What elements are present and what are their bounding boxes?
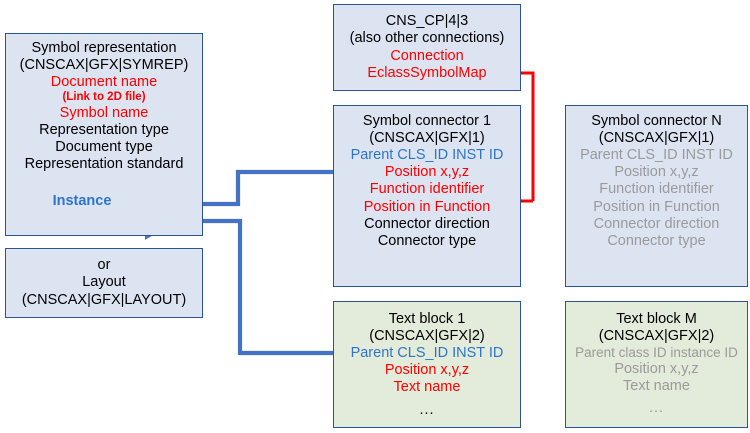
- box-line: Position in Function: [593, 198, 720, 215]
- box-line: Position x,y,z: [614, 361, 699, 378]
- box-line: (CNSCAX|GFX|LAYOUT): [21, 291, 187, 308]
- box-line: Position x,y,z: [384, 362, 470, 379]
- text-block-m-box[interactable]: Text block M (CNSCAX|GFX|2) Parent class…: [565, 301, 748, 428]
- box-line: (CNSCAX|GFX|1): [598, 130, 715, 147]
- box-line-ellipsis: ...: [419, 401, 435, 418]
- symbol-connector-1-box[interactable]: Symbol connector 1 (CNSCAX|GFX|1) Parent…: [333, 105, 521, 287]
- box-line: Connector direction: [364, 215, 490, 232]
- box-line: Symbol connector N: [591, 113, 722, 129]
- box-line: Layout: [82, 274, 126, 291]
- box-line: Connector type: [377, 232, 477, 249]
- box-line-note: (Link to 2D file): [62, 91, 146, 104]
- box-line: Parent class ID instance ID: [575, 345, 738, 361]
- box-line: Connector type: [607, 232, 706, 249]
- box-line: Text name: [393, 379, 461, 396]
- box-line: Symbol connector 1: [362, 113, 492, 129]
- box-line: Position x,y,z: [614, 164, 699, 181]
- box-line: Document type: [55, 139, 153, 156]
- box-line: Document name: [50, 74, 158, 91]
- box-line: (also other connections): [349, 30, 505, 47]
- box-line: Function identifier: [369, 181, 485, 198]
- box-line: Position x,y,z: [384, 164, 470, 181]
- instance-label: Instance: [52, 193, 112, 210]
- symbol-representation-box[interactable]: Symbol representation (CNSCAX|GFX|SYMREP…: [5, 33, 203, 236]
- box-line: Connector direction: [593, 215, 720, 232]
- box-line: Parent CLS_ID INST ID: [580, 147, 733, 164]
- box-line: (CNSCAX|GFX|2): [369, 328, 485, 345]
- box-line: Function identifier: [599, 181, 714, 198]
- layout-box[interactable]: or Layout (CNSCAX|GFX|LAYOUT): [5, 248, 203, 318]
- box-line: Position in Function: [363, 198, 491, 215]
- box-line: (CNSCAX|GFX|1): [369, 130, 485, 147]
- box-line: Parent CLS_ID INST ID: [350, 147, 504, 164]
- box-line: (CNSCAX|GFX|2): [598, 328, 715, 345]
- box-line: EclassSymbolMap: [367, 64, 487, 81]
- box-line: Parent CLS_ID INST ID: [350, 345, 504, 362]
- box-line: Connection: [390, 47, 464, 64]
- box-line: CNS_CP|4|3: [385, 13, 469, 30]
- box-line-ellipsis: ...: [648, 400, 665, 417]
- box-line: Text block M: [616, 311, 697, 327]
- box-line: or: [97, 257, 111, 274]
- cns-cp-box[interactable]: CNS_CP|4|3 (also other connections) Conn…: [333, 4, 521, 91]
- box-line: Text block 1: [388, 311, 466, 327]
- box-line: Representation standard: [24, 156, 184, 173]
- box-line: Symbol name: [59, 104, 149, 121]
- box-line: (CNSCAX|GFX|SYMREP): [19, 57, 189, 74]
- box-line: Representation type: [39, 122, 169, 138]
- symbol-connector-n-box[interactable]: Symbol connector N (CNSCAX|GFX|1) Parent…: [565, 105, 748, 287]
- box-line: Symbol representation: [31, 40, 177, 56]
- box-line: Text name: [623, 378, 690, 395]
- text-block-1-box[interactable]: Text block 1 (CNSCAX|GFX|2) Parent CLS_I…: [333, 301, 521, 428]
